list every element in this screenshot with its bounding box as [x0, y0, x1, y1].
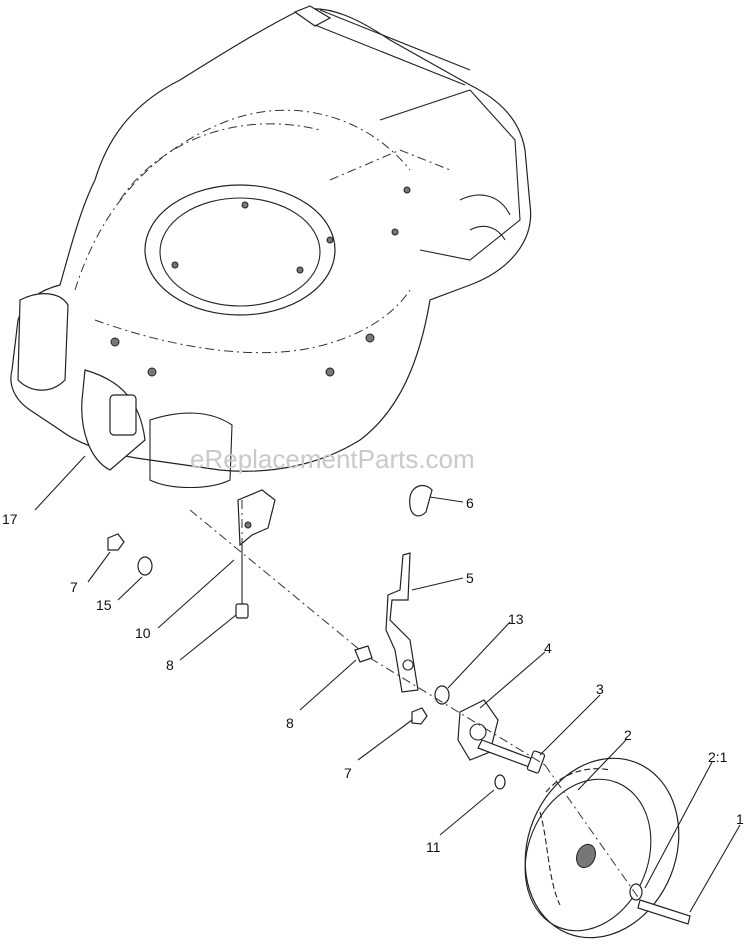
callout-8: 8 — [166, 657, 174, 673]
callout-11: 11 — [426, 839, 441, 855]
callout-7-lower: 7 — [344, 765, 352, 781]
watermark: eReplacementParts.com — [190, 444, 475, 474]
callout-labels: 17 7 15 10 8 6 5 13 4 3 8 2 7 2:1 1 11 — [2, 495, 744, 855]
callout-4: 4 — [544, 640, 552, 656]
callout-2-1: 2:1 — [708, 749, 728, 765]
callout-1: 1 — [736, 811, 744, 827]
mower-deck-housing — [10, 5, 532, 489]
wheel-assembly — [524, 757, 691, 939]
height-adjuster-assembly — [107, 484, 546, 790]
callout-6: 6 — [466, 495, 474, 511]
callout-10: 10 — [135, 625, 151, 641]
assembly-centerlines — [189, 500, 641, 901]
callout-17: 17 — [2, 511, 18, 527]
callout-13: 13 — [508, 611, 524, 627]
callout-7: 7 — [70, 579, 78, 595]
callout-3: 3 — [596, 681, 604, 697]
callout-8-lower: 8 — [286, 715, 294, 731]
leader-lines — [34, 455, 741, 913]
callout-5: 5 — [466, 570, 474, 586]
callout-15: 15 — [96, 597, 112, 613]
callout-2: 2 — [624, 727, 632, 743]
